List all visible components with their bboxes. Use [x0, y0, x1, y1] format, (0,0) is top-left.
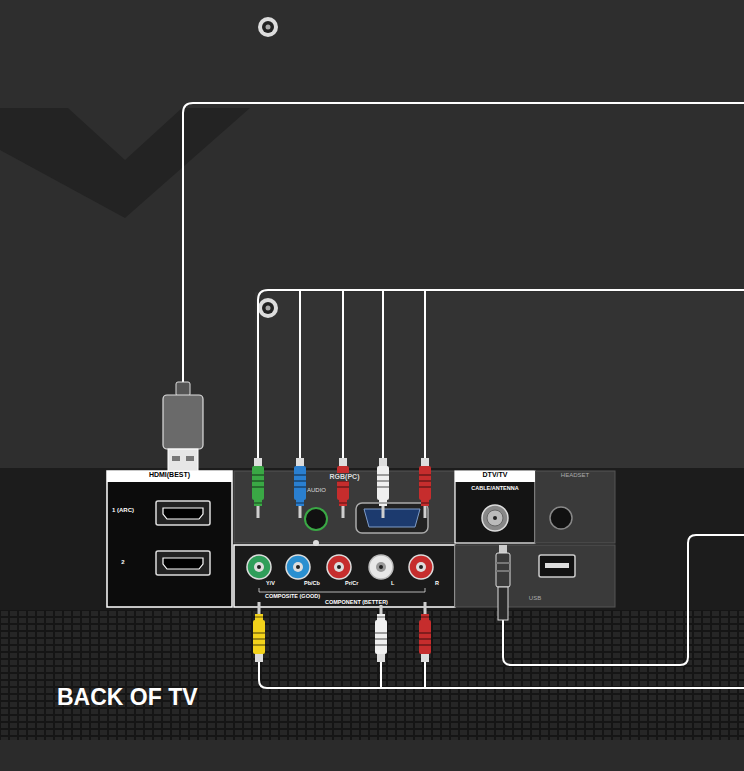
rca-plug [337, 458, 349, 518]
headset-panel [535, 471, 615, 543]
rca-plug [252, 458, 264, 518]
headset-jack [550, 507, 572, 529]
panel-dot [313, 540, 319, 546]
page-caption: BACK OF TV [57, 684, 198, 710]
rgb-panel: RGB(PC)AUDIO [234, 471, 455, 543]
port-label: Pr/Cr [344, 580, 359, 586]
bottom-strip [0, 740, 744, 771]
rca-plug [419, 602, 431, 662]
component-panel [234, 545, 455, 607]
port-number: 2 [116, 559, 130, 566]
usb-panel: USB [455, 545, 615, 607]
headset-panel: HEADSET [535, 471, 615, 543]
coax-port [482, 505, 508, 531]
rca-jack [409, 555, 433, 579]
hdmi-panel: HDMI(BEST) [107, 471, 232, 607]
panel-recess [255, 292, 744, 468]
group-label: COMPOSITE (GOOD) [264, 593, 321, 599]
coax-plug [496, 545, 510, 620]
rca-plug [377, 458, 389, 518]
antenna-panel [455, 471, 535, 543]
antenna-panel: DTV/TV CABLE/ANTENNA [455, 471, 535, 543]
hdmi-plug [163, 382, 203, 471]
port-label: R [434, 580, 440, 586]
speaker-grille [0, 610, 744, 740]
port-label: Y/V [265, 580, 276, 586]
usb-port [539, 555, 575, 577]
rca-jack [327, 555, 351, 579]
port-label: Pb/Cb [303, 580, 321, 586]
panel-heading: DTV/TV [455, 471, 535, 482]
component-panel: COMPOSITE (GOOD)COMPONENT (BETTER) [234, 545, 455, 607]
port-label: USB [455, 595, 615, 602]
hdmi-port [156, 501, 210, 525]
panel-heading: HEADSET [535, 472, 615, 479]
io-band [0, 468, 744, 610]
screw [258, 17, 278, 37]
rca-plug [294, 458, 306, 518]
composite-bracket [259, 588, 425, 592]
group-label: COMPONENT (BETTER) [324, 599, 389, 605]
rca-jack [369, 555, 393, 579]
cable [183, 103, 744, 688]
panel-heading: HDMI(BEST) [107, 471, 232, 482]
hdmi-port [156, 551, 210, 575]
screw [258, 298, 278, 318]
rca-plug [253, 602, 265, 662]
port-label: L [390, 580, 395, 586]
rca-jack [286, 555, 310, 579]
port-label: CABLE/ANTENNA [455, 485, 535, 491]
hdmi-panel [107, 471, 232, 607]
vga-port [356, 503, 428, 533]
port-label: AUDIO [306, 487, 327, 494]
logo-v [0, 108, 250, 218]
rca-plug [375, 602, 387, 662]
rca-plug [419, 458, 431, 518]
tv-panel [0, 0, 744, 468]
audio-jack [305, 508, 327, 530]
port-number: 1 (ARC) [111, 507, 135, 514]
panel-heading: RGB(PC) [328, 473, 362, 481]
rca-jack [247, 555, 271, 579]
usb-panel [455, 545, 615, 607]
